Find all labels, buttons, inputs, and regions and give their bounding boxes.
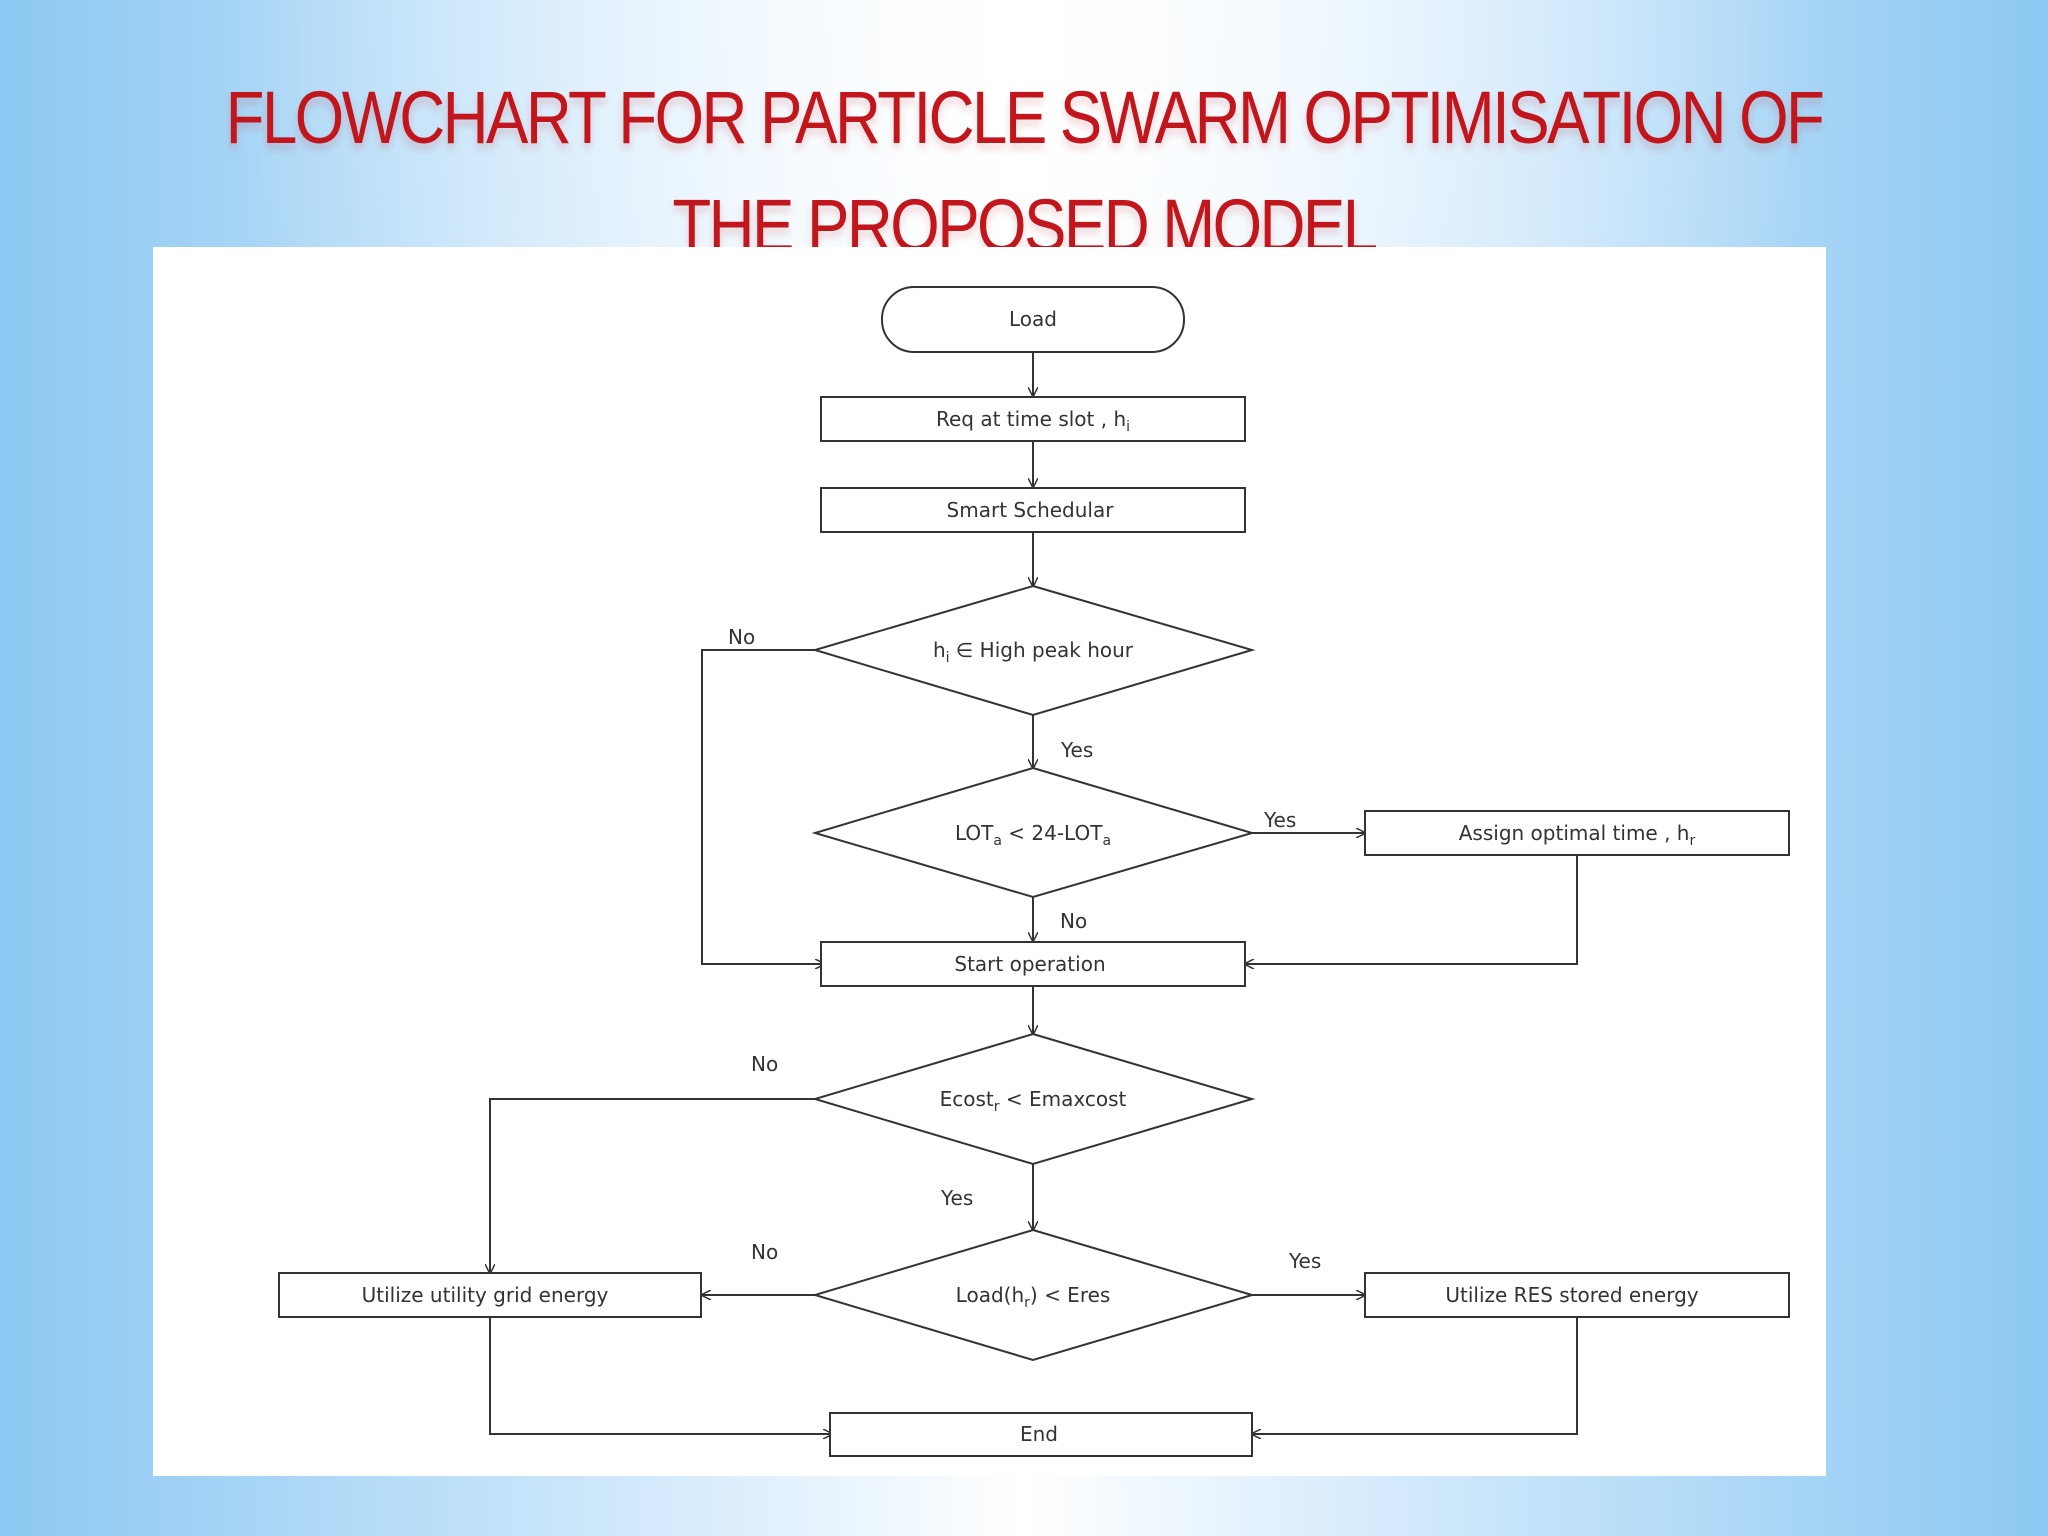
- label-ecost-yes: Yes: [940, 1186, 973, 1210]
- node-end-label: End: [1020, 1422, 1058, 1446]
- node-grid-label: Utilize utility grid energy: [362, 1283, 609, 1307]
- node-load-label: Load: [1009, 307, 1057, 331]
- node-loadh-decision: Load(hr) < Eres: [811, 1228, 1256, 1362]
- node-res-label: Utilize RES stored energy: [1445, 1283, 1698, 1307]
- node-lot-label: LOTa < 24-LOTa: [955, 821, 1111, 849]
- node-req: Req at time slot , hi: [820, 396, 1246, 442]
- node-assign-label: Assign optimal time , hr: [1459, 821, 1696, 849]
- label-ecost-no: No: [751, 1052, 778, 1076]
- node-scheduler-label: Smart Schedular: [947, 498, 1115, 522]
- node-end: End: [829, 1412, 1253, 1457]
- node-load: Load: [881, 286, 1185, 353]
- node-ecost-label: Ecostr < Emaxcost: [940, 1087, 1127, 1115]
- edge-res-end: [1252, 1317, 1578, 1434]
- node-ecost-decision: Ecostr < Emaxcost: [811, 1032, 1256, 1166]
- node-req-label: Req at time slot , hi: [936, 407, 1130, 435]
- label-peak-yes: Yes: [1060, 738, 1093, 762]
- node-peak-decision: hi ∈ High peak hour: [811, 584, 1256, 717]
- title-line-1: FLOWCHART FOR PARTICLE SWARM OPTIMISATIO…: [225, 76, 1825, 159]
- edge-labels: No Yes Yes No No Yes No Yes: [728, 625, 1321, 1273]
- node-loadh-label: Load(hr) < Eres: [956, 1283, 1111, 1311]
- node-assign: Assign optimal time , hr: [1364, 810, 1790, 856]
- node-res: Utilize RES stored energy: [1364, 1272, 1790, 1318]
- edge-grid-end: [489, 1317, 832, 1434]
- node-scheduler: Smart Schedular: [820, 487, 1246, 533]
- node-lot-decision: LOTa < 24-LOTa: [811, 766, 1256, 899]
- edge-assign-start: [1245, 855, 1578, 964]
- label-loadh-no: No: [751, 1240, 778, 1264]
- node-grid: Utilize utility grid energy: [278, 1272, 702, 1318]
- edge-ecost-no: [490, 1098, 815, 1273]
- label-lot-no: No: [1060, 909, 1087, 933]
- edge-peak-no: [701, 649, 824, 964]
- label-peak-no: No: [728, 625, 755, 649]
- label-loadh-yes: Yes: [1288, 1249, 1321, 1273]
- connectors: [489, 352, 1578, 1434]
- node-start-label: Start operation: [954, 952, 1105, 976]
- slide-title: FLOWCHART FOR PARTICLE SWARM OPTIMISATIO…: [143, 64, 1904, 280]
- node-peak-label: hi ∈ High peak hour: [933, 638, 1134, 666]
- node-start: Start operation: [820, 941, 1246, 987]
- label-lot-yes: Yes: [1263, 808, 1296, 832]
